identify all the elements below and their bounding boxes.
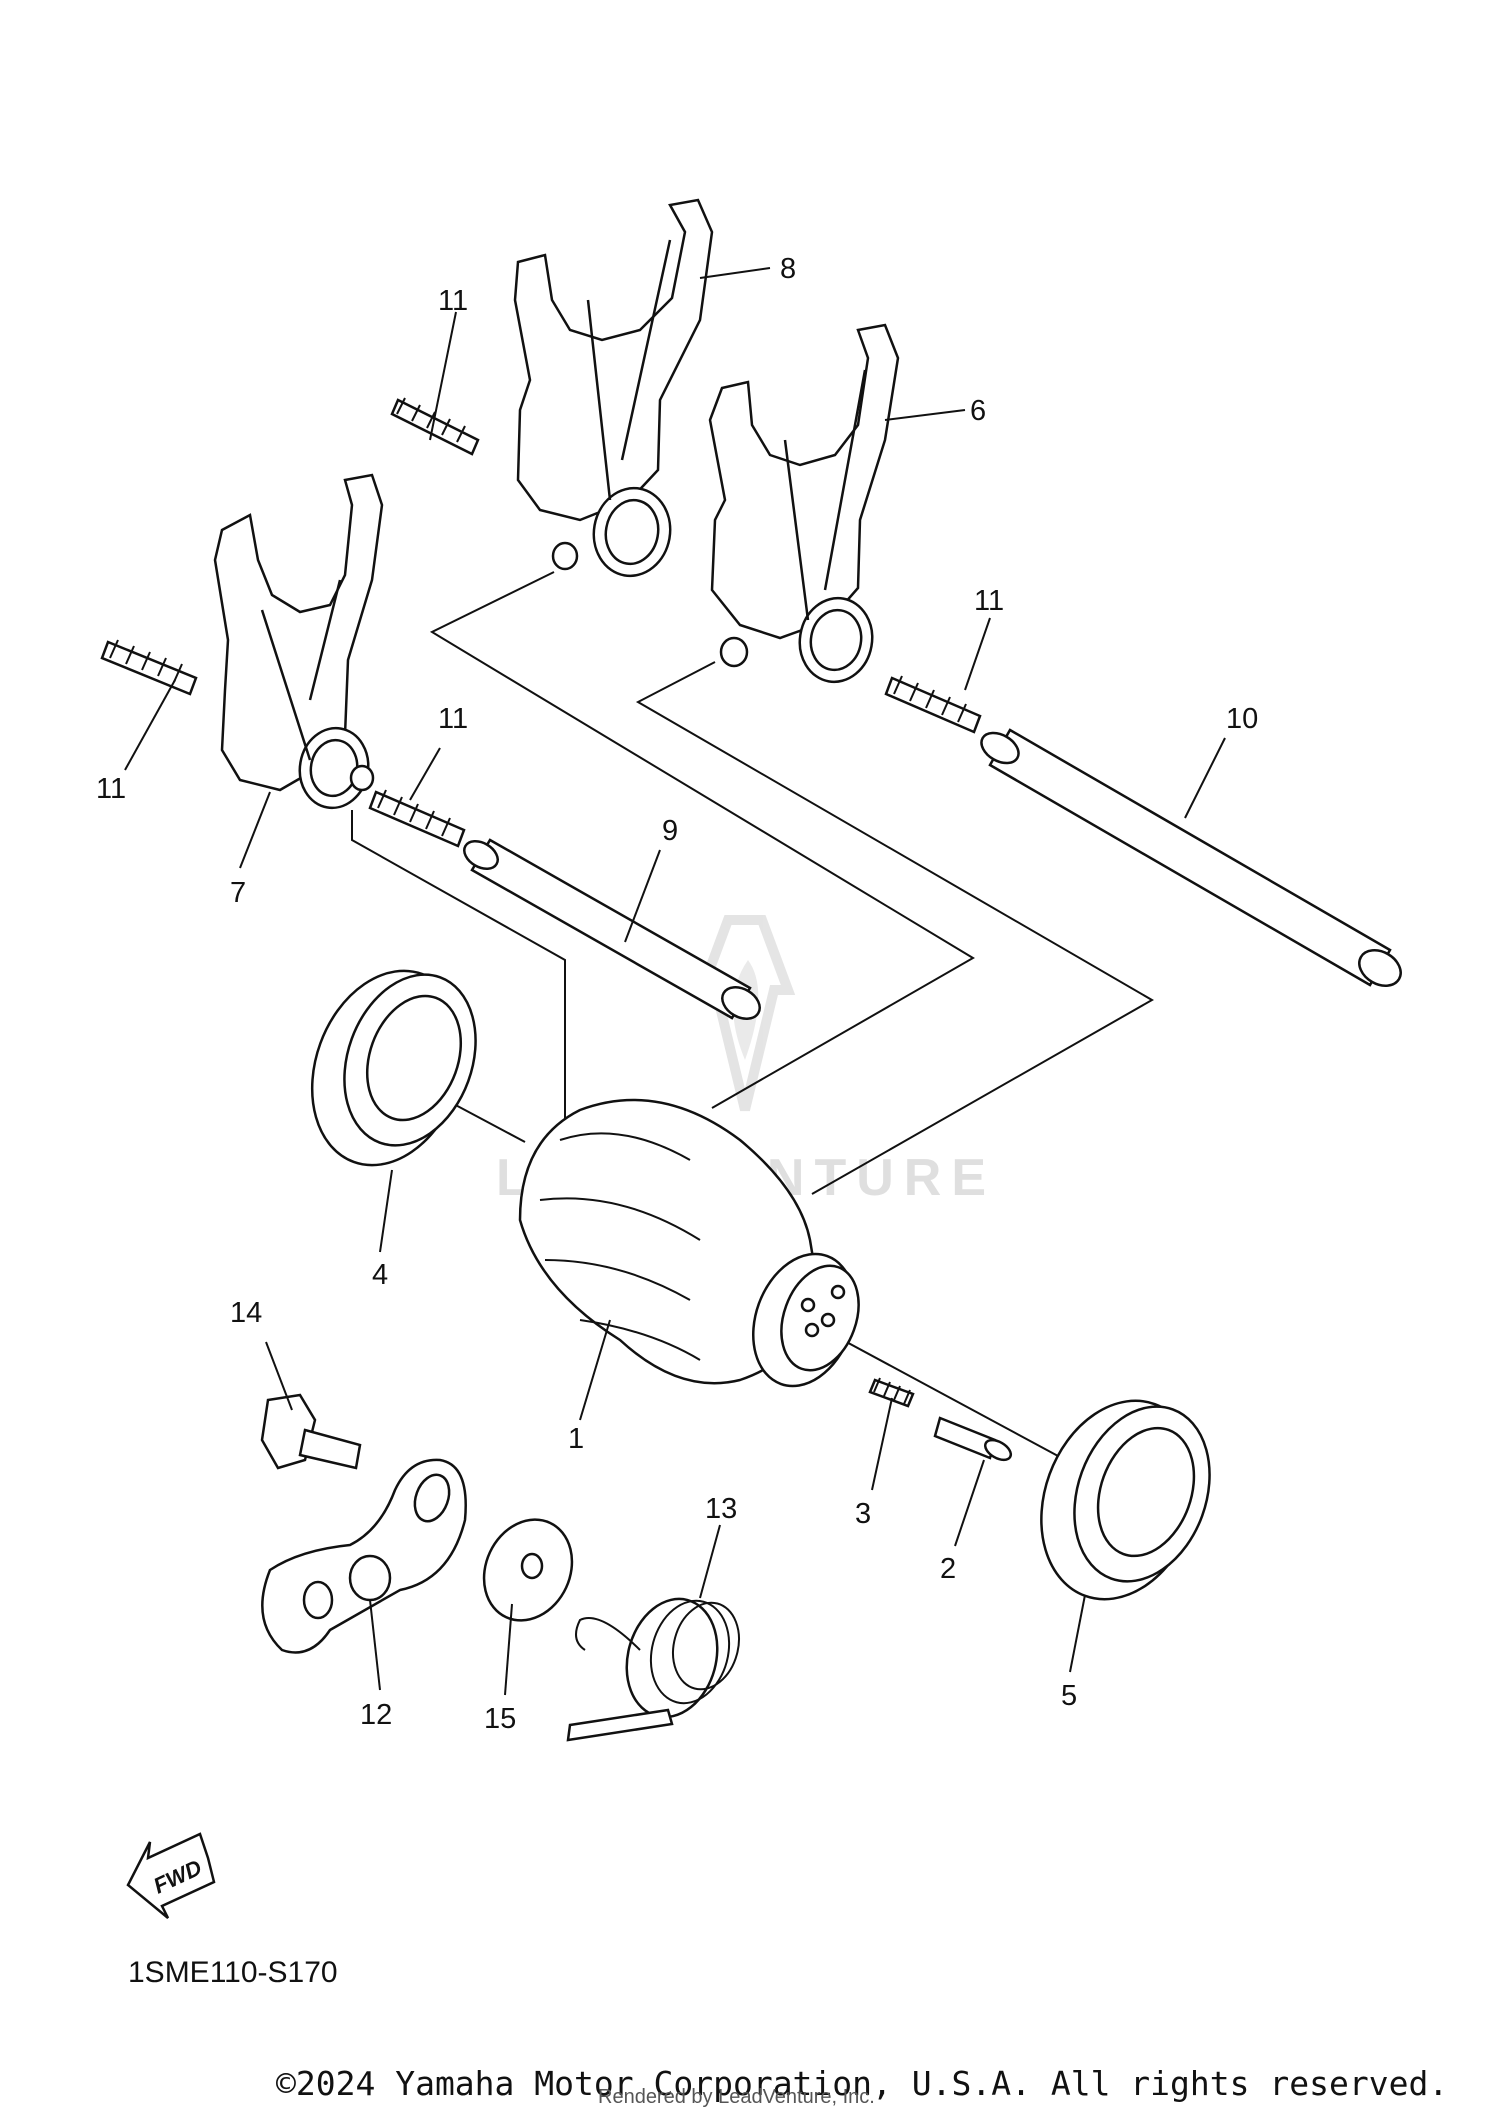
shift-fork-6	[708, 323, 900, 684]
guide-bar-10	[980, 728, 1402, 987]
callout-14: 14	[230, 1297, 262, 1329]
spring-3	[868, 1377, 915, 1408]
callout-5: 5	[1061, 1680, 1077, 1712]
rendered-by-note: Rendered by LeadVenture, Inc.	[598, 2086, 875, 2108]
shift-fork-8	[513, 198, 714, 578]
bolt-14	[260, 1393, 362, 1470]
spring-11-right	[884, 675, 982, 734]
callout-11-right: 11	[974, 585, 1004, 617]
callout-3: 3	[855, 1498, 871, 1530]
callout-15: 15	[484, 1703, 516, 1735]
pin-2	[933, 1416, 1013, 1462]
callout-11-middle: 11	[438, 703, 468, 735]
spring-11-upper	[390, 397, 480, 456]
bearing-5	[1040, 1399, 1211, 1601]
callout-1: 1	[568, 1423, 584, 1455]
diagram-reference-code: 1SME110-S170	[128, 1956, 338, 1989]
fwd-arrow-icon: FWD	[126, 1832, 216, 1919]
callout-12: 12	[360, 1699, 392, 1731]
copyright-notice: ©2024 Yamaha Motor Corporation, U.S.A. A…	[276, 2064, 1449, 2103]
spring-11-left	[100, 639, 198, 696]
callout-11-upper: 11	[438, 285, 468, 317]
washer-15	[482, 1518, 574, 1622]
callout-4: 4	[372, 1259, 388, 1291]
stopper-lever-12	[261, 1458, 467, 1654]
callout-labels: 1 2 3 4 5 6 7 8 9 10 11 11 11 11 12 13 1…	[96, 253, 1258, 1735]
callout-7: 7	[230, 877, 246, 909]
torsion-spring-13	[566, 1597, 740, 1742]
callout-8: 8	[780, 253, 796, 285]
callout-9: 9	[662, 815, 678, 847]
bearing-4	[310, 969, 477, 1167]
leader-lines	[124, 267, 1226, 1696]
callout-11-left: 11	[96, 773, 126, 805]
callout-2: 2	[940, 1553, 956, 1585]
callout-10: 10	[1226, 703, 1258, 735]
spring-11-middle	[368, 789, 466, 848]
callout-13: 13	[705, 1493, 737, 1525]
guide-bar-9	[463, 838, 761, 1020]
shift-drum-1	[518, 1098, 860, 1388]
callout-6: 6	[970, 395, 986, 427]
shift-fork-7	[213, 473, 384, 810]
